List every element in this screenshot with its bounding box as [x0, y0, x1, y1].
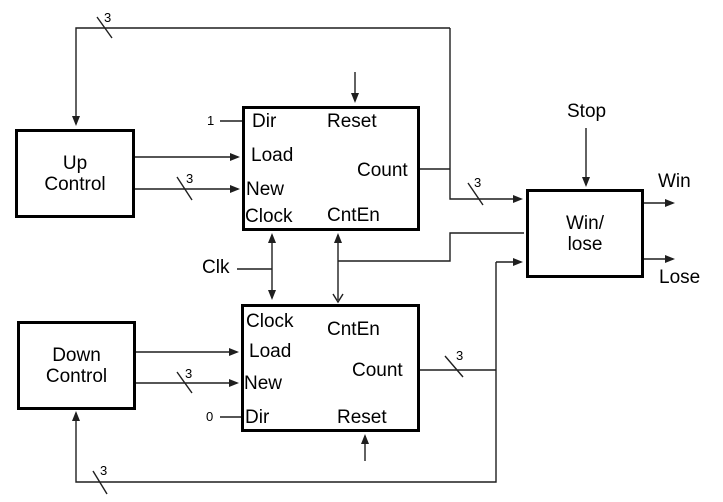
bus-slash-down-new [176, 371, 193, 394]
down-counter-port-dir: Dir [245, 407, 270, 428]
up-counter-block [242, 106, 420, 231]
cnten-open-arrowhead [332, 293, 344, 304]
wire-up-count-feedback [72, 27, 450, 126]
up-counter-port-new: New [246, 179, 285, 200]
wire-up-count-to-winlose [449, 28, 523, 203]
up-counter-port-cnten: CntEn [327, 205, 380, 226]
bus-width-up-new: 3 [186, 171, 194, 186]
down-counter-port-cnten: CntEn [327, 319, 380, 340]
bus-slash-top-feedback [96, 16, 113, 39]
up-counter-port-dir: Dir [252, 111, 277, 132]
down-control-block: Down Control [17, 321, 136, 410]
stop-label: Stop [567, 101, 607, 122]
down-counter-port-load: Load [249, 341, 292, 362]
bus-width-win-input: 3 [474, 175, 482, 190]
bus-width-bottom-feedback: 3 [100, 463, 108, 478]
wire-down-count-feedback [72, 262, 497, 483]
down-counter-port-clock: Clock [246, 311, 294, 332]
bus-slash-win-input [467, 182, 484, 206]
bus-slash-up-new [176, 176, 193, 201]
up-counter-port-count: Count [357, 160, 408, 181]
wire-cnten-to-winlose [338, 232, 524, 262]
clk-label: Clk [202, 257, 230, 278]
win-lose-block: Win/ lose [526, 189, 644, 278]
bus-width-top-feedback: 3 [104, 10, 112, 25]
up-control-block: Up Control [15, 129, 135, 218]
down-counter-port-new: New [244, 373, 283, 394]
up-dir-constant: 1 [207, 113, 215, 128]
up-counter-port-load: Load [251, 145, 294, 166]
up-counter-port-reset: Reset [327, 111, 377, 132]
bus-slash-bottom-feedback [92, 470, 108, 495]
bus-slash-down-count [444, 355, 464, 378]
down-counter-block [241, 304, 420, 432]
bus-width-down-count: 3 [456, 348, 464, 363]
win-label: Win [658, 171, 691, 192]
lose-label: Lose [659, 267, 701, 288]
up-counter-port-clock: Clock [245, 206, 293, 227]
down-counter-port-count: Count [352, 360, 403, 381]
down-counter-port-reset: Reset [337, 407, 387, 428]
down-dir-constant: 0 [206, 409, 214, 424]
bus-width-down-new: 3 [185, 366, 193, 381]
